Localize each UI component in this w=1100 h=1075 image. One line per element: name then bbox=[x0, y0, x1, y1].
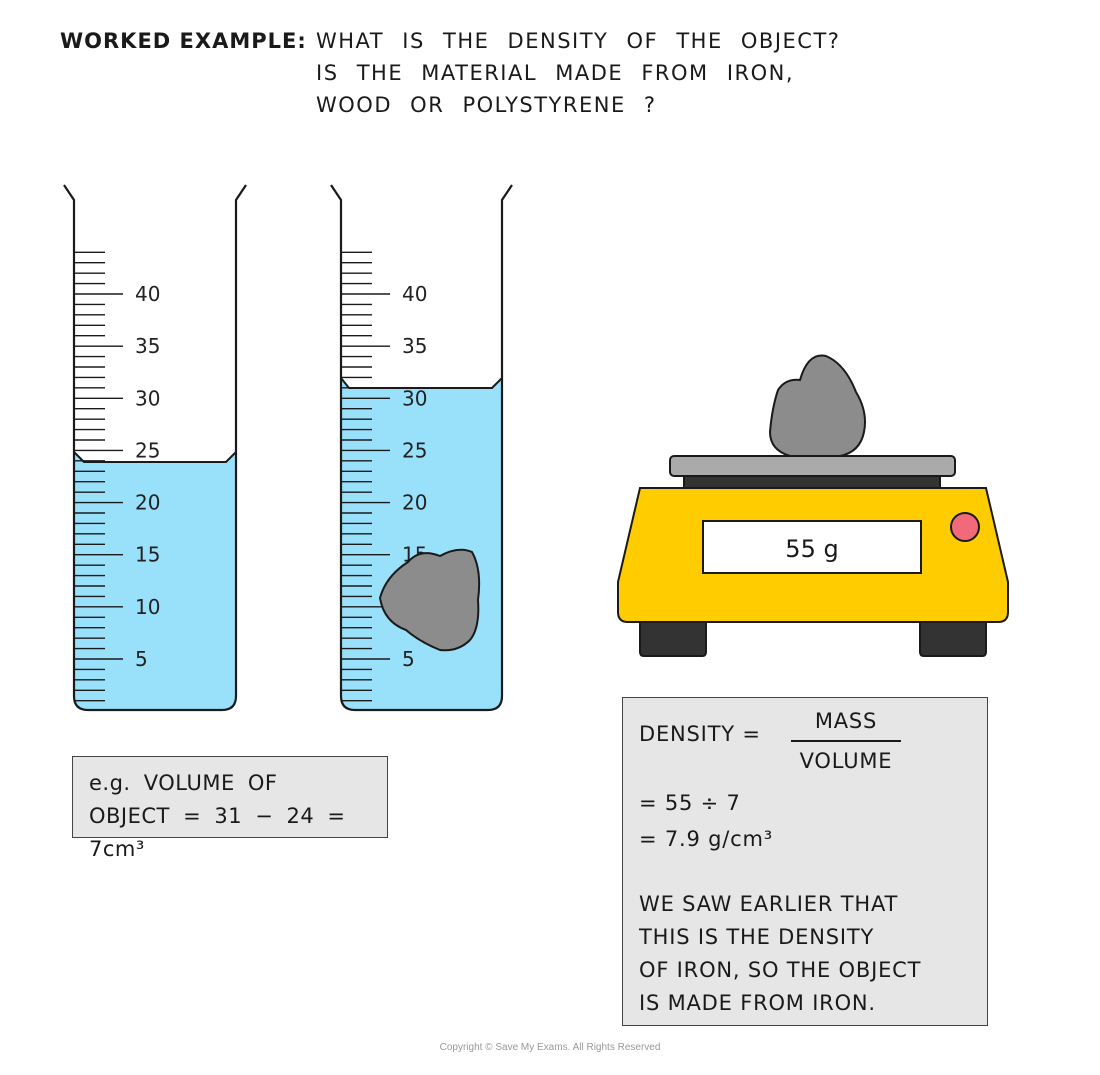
submerged-rock bbox=[378, 548, 481, 652]
fraction-bar bbox=[791, 740, 901, 742]
right-tick-label-30: 30 bbox=[402, 386, 427, 410]
left-cylinder-water bbox=[74, 452, 236, 710]
volume-calculation-box: e.g. VOLUME OF OBJECT = 31 − 24 = 7cm³ bbox=[72, 756, 388, 861]
right-tick-label-25: 25 bbox=[402, 438, 427, 462]
worked-example-label: WORKED EXAMPLE: bbox=[60, 29, 307, 53]
conclusion-line-2: THIS IS THE DENSITY bbox=[639, 925, 875, 949]
right-water-surface bbox=[340, 377, 503, 389]
conclusion-line-4: IS MADE FROM IRON. bbox=[639, 991, 876, 1015]
density-step-1: = 55 ÷ 7 bbox=[639, 791, 741, 815]
copyright-notice: Copyright © Save My Exams. All Rights Re… bbox=[439, 1042, 661, 1053]
left-tick-label-25: 25 bbox=[135, 438, 160, 462]
left-water-surface bbox=[73, 451, 237, 463]
scale-foot-left bbox=[639, 619, 707, 657]
right-tick-label-40: 40 bbox=[402, 282, 427, 306]
scale-button bbox=[950, 512, 980, 542]
question-line-3: WOOD OR POLYSTYRENE ? bbox=[316, 93, 657, 117]
volume-line-2: OBJECT = 31 − 24 = 7cm³ bbox=[89, 804, 346, 861]
left-tick-label-15: 15 bbox=[135, 543, 160, 567]
left-tick-label-5: 5 bbox=[135, 647, 148, 671]
left-tick-label-20: 20 bbox=[135, 491, 160, 515]
density-fraction: MASS VOLUME bbox=[791, 706, 901, 776]
scale-pan bbox=[669, 455, 956, 477]
left-tick-label-40: 40 bbox=[135, 282, 160, 306]
left-tick-label-10: 10 bbox=[135, 595, 160, 619]
rock-on-scale bbox=[768, 354, 866, 457]
right-tick-label-5: 5 bbox=[402, 647, 415, 671]
right-tick-label-35: 35 bbox=[402, 334, 427, 358]
fraction-denominator: VOLUME bbox=[799, 749, 893, 773]
right-measuring-cylinder bbox=[330, 184, 513, 712]
left-cylinder-scale: 40 35 30 25 20 15 10 5 bbox=[75, 251, 160, 702]
conclusion-line-3: OF IRON, SO THE OBJECT bbox=[639, 958, 922, 982]
right-tick-label-20: 20 bbox=[402, 491, 427, 515]
left-tick-label-30: 30 bbox=[135, 386, 160, 410]
density-calculation-box: DENSITY = MASS VOLUME = 55 ÷ 7 = 7.9 g/c… bbox=[622, 697, 988, 1026]
scale-display bbox=[702, 520, 922, 574]
conclusion-line-1: WE SAW EARLIER THAT bbox=[639, 892, 899, 916]
density-step-2: = 7.9 g/cm³ bbox=[639, 827, 773, 851]
left-measuring-cylinder bbox=[63, 184, 247, 712]
scale-reading: 55 g bbox=[785, 535, 838, 563]
scale-foot-right bbox=[919, 619, 987, 657]
question-line-1: WHAT IS THE DENSITY OF THE OBJECT? bbox=[316, 29, 841, 53]
left-tick-label-35: 35 bbox=[135, 334, 160, 358]
question-line-2: IS THE MATERIAL MADE FROM IRON, bbox=[316, 61, 795, 85]
fraction-numerator: MASS bbox=[814, 709, 878, 733]
density-label: DENSITY = bbox=[639, 722, 761, 746]
volume-line-1: e.g. VOLUME OF bbox=[89, 771, 278, 795]
